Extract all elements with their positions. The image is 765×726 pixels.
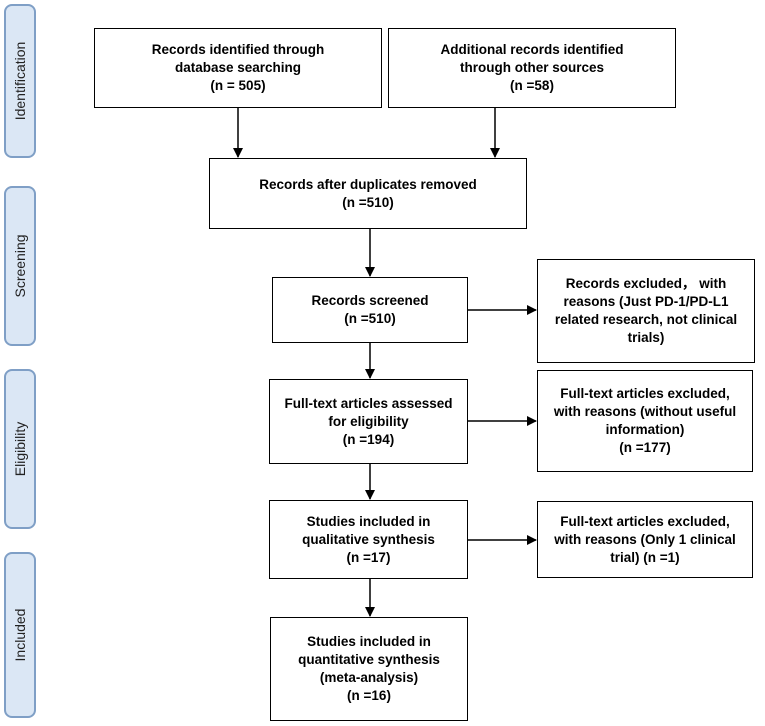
box-excluded-one-trial: Full-text articles excluded, with reason…: [537, 501, 753, 578]
box-line: related research, not clinical: [554, 312, 738, 327]
box-line: Full-text articles assessed: [284, 395, 453, 411]
box-line: Studies included in: [306, 513, 431, 529]
box-records-screened: Records screened (n =510): [272, 277, 468, 343]
box-line: with reasons (Only 1 clinical: [554, 531, 736, 547]
box-line: trials): [627, 330, 665, 345]
box-fulltext-excluded: Full-text articles excluded, with reason…: [537, 370, 753, 472]
box-line: Records identified through: [151, 42, 325, 57]
box-line: (n = 505): [210, 78, 266, 93]
box-line: qualitative synthesis: [302, 531, 435, 547]
box-line: (n =194): [342, 431, 395, 447]
box-duplicates-removed: Records after duplicates removed (n =510…: [209, 158, 527, 229]
box-line: (n =16): [347, 688, 391, 703]
box-line: Studies included in: [307, 634, 431, 649]
stage-included: Included: [4, 552, 36, 718]
box-line: for eligibility: [328, 413, 409, 429]
box-line: reasons (Just PD-1/PD-L1: [563, 294, 729, 309]
box-line: through other sources: [459, 60, 604, 75]
box-quantitative-synthesis: Studies included in quantitative synthes…: [270, 617, 468, 721]
box-line: (n =177): [619, 440, 671, 455]
box-fulltext-assessed: Full-text articles assessed for eligibil…: [269, 379, 468, 464]
box-line: quantitative synthesis: [298, 652, 440, 667]
box-line: Additional records identified: [440, 42, 624, 57]
box-records-excluded: Records excluded， with reasons (Just PD-…: [537, 259, 755, 363]
box-line: database searching: [174, 60, 302, 75]
box-line: trial) (n =1): [610, 549, 680, 565]
box-line: (n =510): [342, 194, 394, 210]
box-database-searching: Records identified through database sear…: [94, 28, 382, 108]
box-qualitative-synthesis: Studies included in qualitative synthesi…: [269, 500, 468, 579]
box-line: (n =17): [346, 549, 391, 565]
box-line: Full-text articles excluded,: [560, 386, 730, 401]
box-line: Records excluded， with: [565, 276, 727, 291]
box-line: Records screened: [311, 293, 429, 308]
box-line: (n =510): [344, 311, 396, 326]
box-line: (meta-analysis): [319, 670, 419, 685]
box-other-sources: Additional records identified through ot…: [388, 28, 676, 108]
stage-eligibility: Eligibility: [4, 369, 36, 529]
box-line: (n =58): [510, 78, 554, 93]
box-line: information): [605, 422, 685, 437]
box-line: with reasons (without useful: [553, 404, 737, 419]
box-line: Records after duplicates removed: [259, 176, 477, 192]
box-line: Full-text articles excluded,: [560, 513, 730, 529]
stage-identification: Identification: [4, 4, 36, 158]
stage-screening: Screening: [4, 186, 36, 346]
